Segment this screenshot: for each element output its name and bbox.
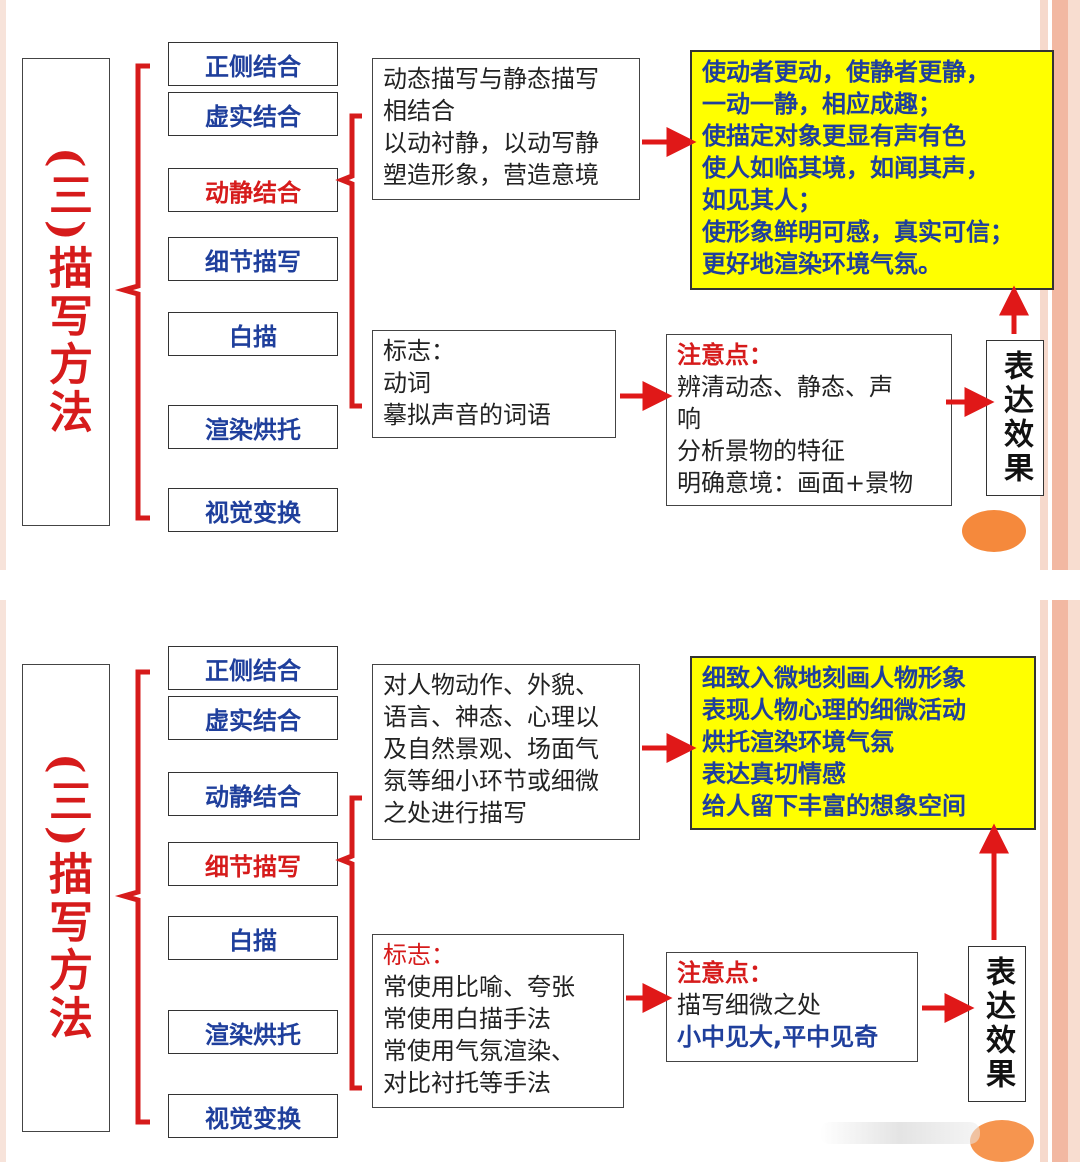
technique-dongjing: 动静结合 bbox=[168, 772, 338, 816]
description-line: 以动衬静，以动写静 bbox=[383, 129, 599, 157]
effect-line: 使动者更动，使静者更静， bbox=[702, 58, 990, 86]
description-box: 对人物动作、外貌、 语言、神态、心理以 及自然景观、场面气 氛等细小环节或细微 … bbox=[372, 664, 640, 840]
technique-xijie-active: 细节描写 bbox=[168, 842, 338, 886]
effect-line: 更好地渲染环境气氛。 bbox=[702, 250, 942, 278]
effects-box: 细致入微地刻画人物形象 表现人物心理的细微活动 烘托渲染环境气氛 表达真切情感 … bbox=[690, 656, 1036, 830]
notes-box: 注意点： 描写细微之处 小中见大,平中见奇 bbox=[666, 952, 918, 1062]
notes-box: 注意点： 辨清动态、静态、声 响 分析景物的特征 明确意境：画面+景物 bbox=[666, 334, 952, 506]
note-line: 描写细微之处 bbox=[677, 991, 821, 1019]
effect-line: 表达真切情感 bbox=[702, 760, 846, 788]
technique-shijue: 视觉变换 bbox=[168, 488, 338, 532]
effect-line: 烘托渲染环境气氛 bbox=[702, 728, 894, 756]
technique-xuanran: 渲染烘托 bbox=[168, 1010, 338, 1054]
effect-line: 如见其人； bbox=[702, 186, 822, 214]
notes-heading: 注意点： bbox=[677, 341, 773, 369]
effect-line: 表现人物心理的细微活动 bbox=[702, 696, 966, 724]
decor-left-edge bbox=[0, 0, 6, 570]
panel-xijie: (三)描写方法 正侧结合 虚实结合 动静结合 细节描写 白描 渲染烘托 视觉变换… bbox=[0, 600, 1080, 1162]
sign-line: 对比衬托等手法 bbox=[383, 1069, 551, 1097]
decor-orange-dot bbox=[962, 510, 1026, 552]
signs-box: 标志： 动词 摹拟声音的词语 bbox=[372, 330, 616, 438]
description-line: 氛等细小环节或细微 bbox=[383, 767, 599, 795]
technique-shijue: 视觉变换 bbox=[168, 1094, 338, 1138]
effect-line: 使形象鲜明可感，真实可信； bbox=[702, 218, 1014, 246]
decor-orange-dot bbox=[970, 1120, 1034, 1162]
description-box: 动态描写与静态描写 相结合 以动衬静，以动写静 塑造形象，营造意境 bbox=[372, 58, 640, 200]
signs-label: 标志： bbox=[383, 337, 455, 365]
description-line: 及自然景观、场面气 bbox=[383, 735, 599, 763]
express-effect-box: 表达效果 bbox=[968, 946, 1026, 1102]
description-line: 塑造形象，营造意境 bbox=[383, 161, 599, 189]
signs-label: 标志： bbox=[383, 941, 455, 969]
section-title: (三)描写方法 bbox=[41, 753, 92, 1043]
express-effect-box: 表达效果 bbox=[986, 340, 1044, 496]
note-line: 响 bbox=[677, 405, 701, 433]
title-box: (三)描写方法 bbox=[22, 664, 110, 1132]
decor-right-stripe bbox=[1040, 600, 1080, 1162]
technique-zhengce: 正侧结合 bbox=[168, 646, 338, 690]
effect-line: 细致入微地刻画人物形象 bbox=[702, 664, 966, 692]
sign-line: 常使用比喻、夸张 bbox=[383, 973, 575, 1001]
technique-dongjing-active: 动静结合 bbox=[168, 168, 338, 212]
description-line: 之处进行描写 bbox=[383, 799, 527, 827]
note-line: 分析景物的特征 bbox=[677, 437, 845, 465]
note-emphasis: 小中见大,平中见奇 bbox=[677, 1023, 879, 1051]
effect-line: 使描定对象更显有声有色 bbox=[702, 122, 966, 150]
technique-baimiao: 白描 bbox=[168, 312, 338, 356]
signs-box: 标志： 常使用比喻、夸张 常使用白描手法 常使用气氛渲染、 对比衬托等手法 bbox=[372, 934, 624, 1108]
technique-xushi: 虚实结合 bbox=[168, 696, 338, 740]
section-title: (三)描写方法 bbox=[41, 147, 92, 437]
effects-box: 使动者更动，使静者更静， 一动一静，相应成趣； 使描定对象更显有声有色 使人如临… bbox=[690, 50, 1054, 290]
note-line: 明确意境：画面+景物 bbox=[677, 469, 914, 497]
technique-baimiao: 白描 bbox=[168, 916, 338, 960]
technique-xushi: 虚实结合 bbox=[168, 92, 338, 136]
sign-line: 常使用气氛渲染、 bbox=[383, 1037, 575, 1065]
sign-line: 动词 bbox=[383, 369, 431, 397]
description-line: 相结合 bbox=[383, 97, 455, 125]
sign-line: 常使用白描手法 bbox=[383, 1005, 551, 1033]
note-line: 辨清动态、静态、声 bbox=[677, 373, 893, 401]
notes-heading: 注意点： bbox=[677, 959, 773, 987]
description-line: 对人物动作、外貌、 bbox=[383, 671, 599, 699]
technique-xuanran: 渲染烘托 bbox=[168, 405, 338, 449]
technique-xijie: 细节描写 bbox=[168, 237, 338, 281]
technique-zhengce: 正侧结合 bbox=[168, 42, 338, 86]
effect-line: 使人如临其境，如闻其声， bbox=[702, 154, 990, 182]
panel-dongjing: (三)描写方法 正侧结合 虚实结合 动静结合 细节描写 白描 渲染烘托 视觉变换… bbox=[0, 0, 1080, 570]
description-line: 动态描写与静态描写 bbox=[383, 65, 599, 93]
effect-line: 一动一静，相应成趣； bbox=[702, 90, 942, 118]
description-line: 语言、神态、心理以 bbox=[383, 703, 599, 731]
decor-watermark-blur bbox=[820, 1122, 980, 1144]
effect-line: 给人留下丰富的想象空间 bbox=[702, 792, 966, 820]
sign-line: 摹拟声音的词语 bbox=[383, 401, 551, 429]
decor-left-edge bbox=[0, 600, 6, 1162]
title-box: (三)描写方法 bbox=[22, 58, 110, 526]
